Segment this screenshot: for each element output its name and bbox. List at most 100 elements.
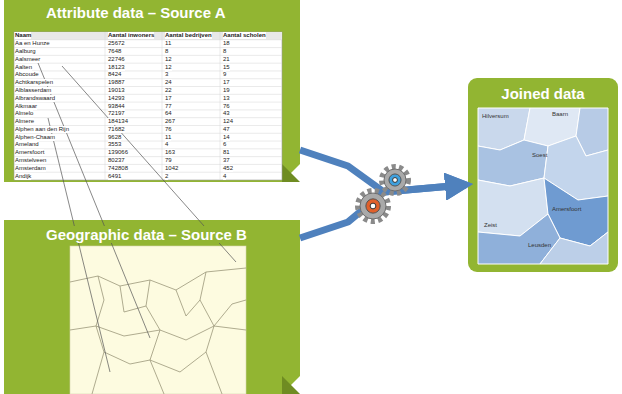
table-cell: 37 bbox=[223, 157, 230, 164]
table-cell: 742808 bbox=[108, 165, 128, 172]
table-cell: 22 bbox=[165, 87, 172, 94]
table-cell: Andijk bbox=[15, 173, 31, 180]
grid-line bbox=[14, 70, 282, 71]
grid-line bbox=[14, 55, 282, 56]
table-cell: 8 bbox=[223, 48, 226, 55]
join-leader-line bbox=[48, 118, 110, 372]
table-cell: 93844 bbox=[108, 103, 125, 110]
gear-teeth bbox=[358, 191, 388, 221]
table-cell: 64 bbox=[165, 110, 172, 117]
table-cell: 2 bbox=[165, 173, 168, 180]
table-cell: Aalsmeer bbox=[15, 56, 40, 63]
table-cell: 21 bbox=[223, 56, 230, 63]
boundary-line bbox=[176, 290, 200, 316]
table-cell: 19 bbox=[223, 87, 230, 94]
map-place-name: Amersfoort bbox=[552, 206, 581, 213]
table-cell: 80237 bbox=[108, 157, 125, 164]
table-cell: 72197 bbox=[108, 110, 125, 117]
grid-line bbox=[162, 32, 163, 180]
map-place-name: Hilversum bbox=[482, 113, 509, 120]
column-header: Aantal bedrijven bbox=[165, 32, 212, 39]
joined-map bbox=[478, 108, 608, 264]
grid-line bbox=[14, 148, 282, 149]
table-cell: Achtkarspelen bbox=[15, 79, 53, 86]
table-cell: Abcoude bbox=[15, 71, 39, 78]
boundary-line bbox=[104, 352, 206, 372]
table-cell: 17 bbox=[223, 79, 230, 86]
table-cell: 43 bbox=[223, 110, 230, 117]
grid-line bbox=[14, 172, 282, 173]
table-cell: 18 bbox=[223, 40, 230, 47]
table-cell: 1042 bbox=[165, 165, 178, 172]
gear-blue bbox=[382, 167, 408, 193]
grid-line bbox=[220, 32, 221, 180]
table-cell: 8424 bbox=[108, 71, 121, 78]
table-cell: 267 bbox=[165, 118, 175, 125]
grid-line bbox=[14, 109, 282, 110]
boundary-line bbox=[70, 268, 246, 290]
grid-line bbox=[14, 156, 282, 157]
gear-axle bbox=[393, 178, 398, 183]
table-cell: Ameland bbox=[15, 141, 39, 148]
table-cell: 71682 bbox=[108, 126, 125, 133]
table-cell: 6491 bbox=[108, 173, 121, 180]
table-cell: Alphen aan den Rijn bbox=[15, 126, 69, 133]
table-cell: Almelo bbox=[15, 110, 33, 117]
table-cell: 22746 bbox=[108, 56, 125, 63]
grid-line bbox=[14, 78, 282, 79]
map-place-name: Leusden bbox=[528, 242, 551, 249]
spreadsheet bbox=[14, 32, 282, 180]
table-cell: 11 bbox=[165, 134, 171, 141]
table-cell: 4 bbox=[165, 141, 168, 148]
table-cell: 3 bbox=[165, 71, 168, 78]
table-cell: 24 bbox=[165, 79, 172, 86]
grid-line bbox=[14, 39, 282, 40]
map-place-name: Soest bbox=[532, 152, 547, 159]
boundary-line bbox=[214, 300, 246, 326]
boundary-line bbox=[146, 280, 164, 394]
table-cell: Alblasserdam bbox=[15, 87, 51, 94]
spreadsheet-header bbox=[14, 32, 282, 40]
panel-heading: Attribute data – Source A bbox=[44, 4, 227, 21]
grid-line bbox=[14, 117, 282, 118]
grid-line bbox=[14, 164, 282, 165]
table-cell: 11 bbox=[165, 40, 171, 47]
table-cell: Alkmaar bbox=[15, 103, 37, 110]
table-cell: 14293 bbox=[108, 95, 125, 102]
table-cell: Aa en Hunze bbox=[15, 40, 50, 47]
table-cell: 77 bbox=[165, 103, 172, 110]
map-place-name: Baarn bbox=[552, 111, 568, 118]
table-cell: Aalburg bbox=[15, 48, 36, 55]
gear-body bbox=[384, 169, 406, 191]
grid-line bbox=[105, 32, 106, 180]
table-cell: 18123 bbox=[108, 64, 125, 71]
table-cell: Almere bbox=[15, 118, 34, 125]
grid-line bbox=[14, 141, 282, 142]
table-cell: 124 bbox=[223, 118, 233, 125]
base-map bbox=[70, 246, 246, 394]
table-cell: 7648 bbox=[108, 48, 121, 55]
grid-line bbox=[14, 86, 282, 87]
folded-corner bbox=[282, 376, 300, 394]
folded-corner bbox=[282, 164, 300, 182]
grid-line bbox=[14, 63, 282, 64]
gear-axle bbox=[370, 203, 376, 209]
table-cell: 47 bbox=[223, 126, 230, 133]
table-cell: 76 bbox=[165, 126, 172, 133]
table-cell: 9 bbox=[223, 71, 226, 78]
table-cell: 15 bbox=[223, 64, 230, 71]
gear-hub bbox=[366, 199, 380, 213]
panel-heading: Geographic data – Source B bbox=[44, 226, 249, 243]
column-header: Aantal scholen bbox=[223, 32, 266, 39]
table-cell: Amsterdam bbox=[15, 165, 46, 172]
gear-hub bbox=[389, 174, 401, 186]
gear-red bbox=[358, 191, 388, 221]
table-cell: 12 bbox=[165, 56, 172, 63]
boundary-line bbox=[200, 272, 222, 394]
table-cell: Alphen-Chaam bbox=[15, 134, 55, 141]
table-cell: Aalten bbox=[15, 64, 32, 71]
